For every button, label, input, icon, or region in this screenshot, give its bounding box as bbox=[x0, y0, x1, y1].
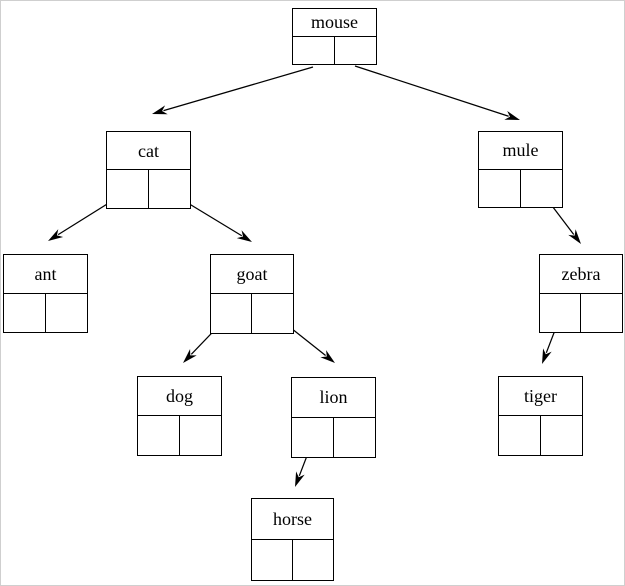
node-pointers-goat bbox=[211, 294, 293, 333]
left-pointer-cell-dog bbox=[138, 416, 180, 455]
node-label-goat: goat bbox=[211, 255, 293, 294]
right-pointer-cell-cat bbox=[149, 170, 191, 208]
node-label-mule: mule bbox=[479, 132, 562, 170]
tree-node-lion: lion bbox=[291, 377, 376, 458]
arrowhead-icon bbox=[295, 471, 305, 487]
right-pointer-cell-mouse bbox=[335, 37, 377, 65]
left-pointer-cell-mule bbox=[479, 169, 521, 207]
left-pointer-cell-lion bbox=[292, 417, 334, 457]
arrowhead-icon bbox=[568, 229, 581, 244]
node-pointers-tiger bbox=[499, 416, 582, 455]
left-pointer-cell-tiger bbox=[499, 416, 541, 455]
tree-node-mouse: mouse bbox=[292, 8, 377, 65]
right-pointer-cell-ant bbox=[46, 294, 88, 333]
right-pointer-cell-lion bbox=[334, 418, 376, 458]
node-pointers-mule bbox=[479, 169, 563, 208]
arrowhead-icon bbox=[152, 105, 168, 115]
node-label-zebra: zebra bbox=[540, 255, 622, 294]
node-label-horse: horse bbox=[252, 499, 333, 540]
right-pointer-cell-tiger bbox=[541, 416, 583, 455]
tree-node-ant: ant bbox=[3, 254, 88, 333]
right-pointer-cell-horse bbox=[293, 540, 334, 581]
left-pointer-cell-ant bbox=[4, 293, 46, 332]
left-pointer-cell-zebra bbox=[540, 293, 581, 332]
node-pointers-cat bbox=[107, 170, 190, 208]
arrowhead-icon bbox=[542, 348, 552, 364]
tree-node-mule: mule bbox=[478, 131, 563, 208]
arrowhead-icon bbox=[236, 230, 252, 242]
left-pointer-cell-goat bbox=[211, 294, 252, 333]
arrowhead-icon bbox=[48, 229, 64, 241]
edge-line bbox=[163, 66, 314, 112]
right-pointer-cell-zebra bbox=[581, 294, 622, 333]
left-pointer-cell-horse bbox=[252, 539, 293, 580]
node-label-cat: cat bbox=[107, 132, 190, 170]
node-label-dog: dog bbox=[138, 377, 221, 416]
left-pointer-cell-cat bbox=[107, 170, 149, 208]
node-pointers-horse bbox=[252, 539, 334, 581]
right-pointer-cell-dog bbox=[180, 416, 222, 455]
tree-node-cat: cat bbox=[106, 131, 191, 209]
node-pointers-lion bbox=[292, 417, 376, 458]
node-label-mouse: mouse bbox=[293, 9, 376, 37]
edge-mouse-right-to-mule bbox=[354, 65, 520, 120]
tree-node-horse: horse bbox=[251, 498, 334, 581]
right-pointer-cell-goat bbox=[252, 294, 293, 333]
edge-mouse-left-to-cat bbox=[152, 66, 314, 115]
node-pointers-ant bbox=[4, 293, 88, 333]
tree-node-goat: goat bbox=[210, 254, 294, 334]
node-label-tiger: tiger bbox=[499, 377, 582, 416]
arrowhead-icon bbox=[320, 350, 335, 363]
tree-node-zebra: zebra bbox=[539, 254, 623, 333]
right-pointer-cell-mule bbox=[521, 170, 563, 208]
tree-node-tiger: tiger bbox=[498, 376, 583, 456]
node-pointers-mouse bbox=[293, 36, 377, 65]
left-pointer-cell-mouse bbox=[293, 36, 335, 64]
arrowhead-icon bbox=[183, 348, 197, 363]
node-pointers-zebra bbox=[540, 293, 622, 333]
tree-node-dog: dog bbox=[137, 376, 222, 456]
node-label-lion: lion bbox=[292, 378, 375, 418]
edge-line bbox=[354, 65, 509, 117]
node-label-ant: ant bbox=[4, 255, 87, 294]
arrowhead-icon bbox=[504, 110, 520, 120]
node-pointers-dog bbox=[138, 416, 221, 455]
